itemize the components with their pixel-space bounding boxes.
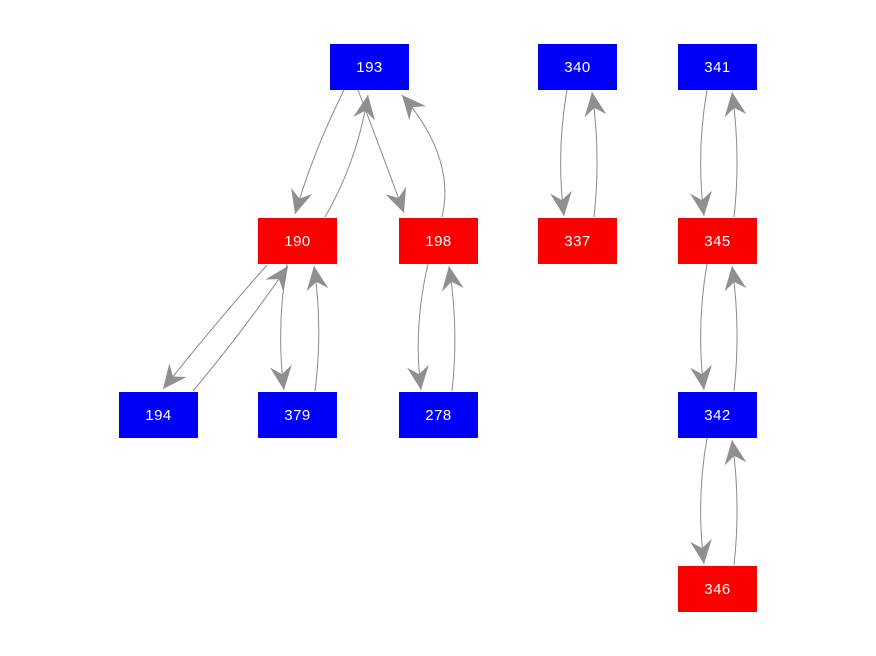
node-341[interactable]: 341 bbox=[678, 44, 757, 90]
node-379[interactable]: 379 bbox=[258, 392, 337, 438]
edge-346-342 bbox=[731, 439, 738, 566]
edge-190-193 bbox=[324, 94, 369, 218]
edge-337-340 bbox=[591, 91, 598, 218]
node-345[interactable]: 345 bbox=[678, 218, 757, 264]
node-label-342: 342 bbox=[704, 406, 731, 424]
node-278[interactable]: 278 bbox=[399, 392, 478, 438]
arrowhead-194-190 bbox=[265, 266, 288, 293]
edge-379-190 bbox=[313, 265, 320, 392]
node-342[interactable]: 342 bbox=[678, 392, 757, 438]
node-190[interactable]: 190 bbox=[258, 218, 337, 264]
arrowhead-345-342 bbox=[690, 364, 712, 390]
arrowhead-346-342 bbox=[724, 440, 747, 466]
node-label-337: 337 bbox=[564, 232, 591, 250]
arrowhead-342-346 bbox=[690, 538, 712, 564]
node-label-194: 194 bbox=[145, 406, 172, 424]
node-label-193: 193 bbox=[356, 58, 383, 76]
edge-278-198 bbox=[448, 265, 456, 392]
edge-190-194 bbox=[162, 264, 268, 390]
node-label-278: 278 bbox=[425, 406, 452, 424]
arrowhead-345-341 bbox=[724, 92, 747, 118]
node-337[interactable]: 337 bbox=[538, 218, 617, 264]
node-label-340: 340 bbox=[564, 58, 591, 76]
node-label-345: 345 bbox=[704, 232, 731, 250]
edge-198-193 bbox=[401, 94, 446, 218]
arrowhead-341-345 bbox=[690, 190, 712, 216]
edge-342-345 bbox=[731, 265, 738, 392]
node-label-379: 379 bbox=[284, 406, 311, 424]
arrowhead-342-345 bbox=[724, 266, 747, 292]
arrowhead-190-379 bbox=[270, 364, 292, 390]
arrowhead-278-198 bbox=[441, 266, 464, 292]
edge-194-190 bbox=[192, 265, 289, 392]
node-194[interactable]: 194 bbox=[119, 392, 198, 438]
node-198[interactable]: 198 bbox=[399, 218, 478, 264]
edge-345-341 bbox=[731, 91, 738, 218]
arrowhead-193-190 bbox=[291, 187, 313, 214]
arrowhead-379-190 bbox=[306, 266, 329, 292]
arrowhead-193-198 bbox=[385, 186, 407, 213]
arrowhead-198-193 bbox=[402, 95, 426, 121]
node-label-198: 198 bbox=[425, 232, 452, 250]
node-340[interactable]: 340 bbox=[538, 44, 617, 90]
node-346[interactable]: 346 bbox=[678, 566, 757, 612]
node-193[interactable]: 193 bbox=[330, 44, 409, 90]
arrowhead-190-194 bbox=[163, 363, 187, 389]
arrowhead-190-193 bbox=[353, 95, 375, 121]
node-label-341: 341 bbox=[704, 58, 731, 76]
node-label-190: 190 bbox=[284, 232, 311, 250]
arrowhead-198-278 bbox=[407, 364, 429, 390]
edge-193-198 bbox=[357, 89, 405, 214]
arrowhead-340-337 bbox=[550, 190, 572, 216]
arrowhead-337-340 bbox=[584, 92, 607, 118]
node-label-346: 346 bbox=[704, 580, 731, 598]
